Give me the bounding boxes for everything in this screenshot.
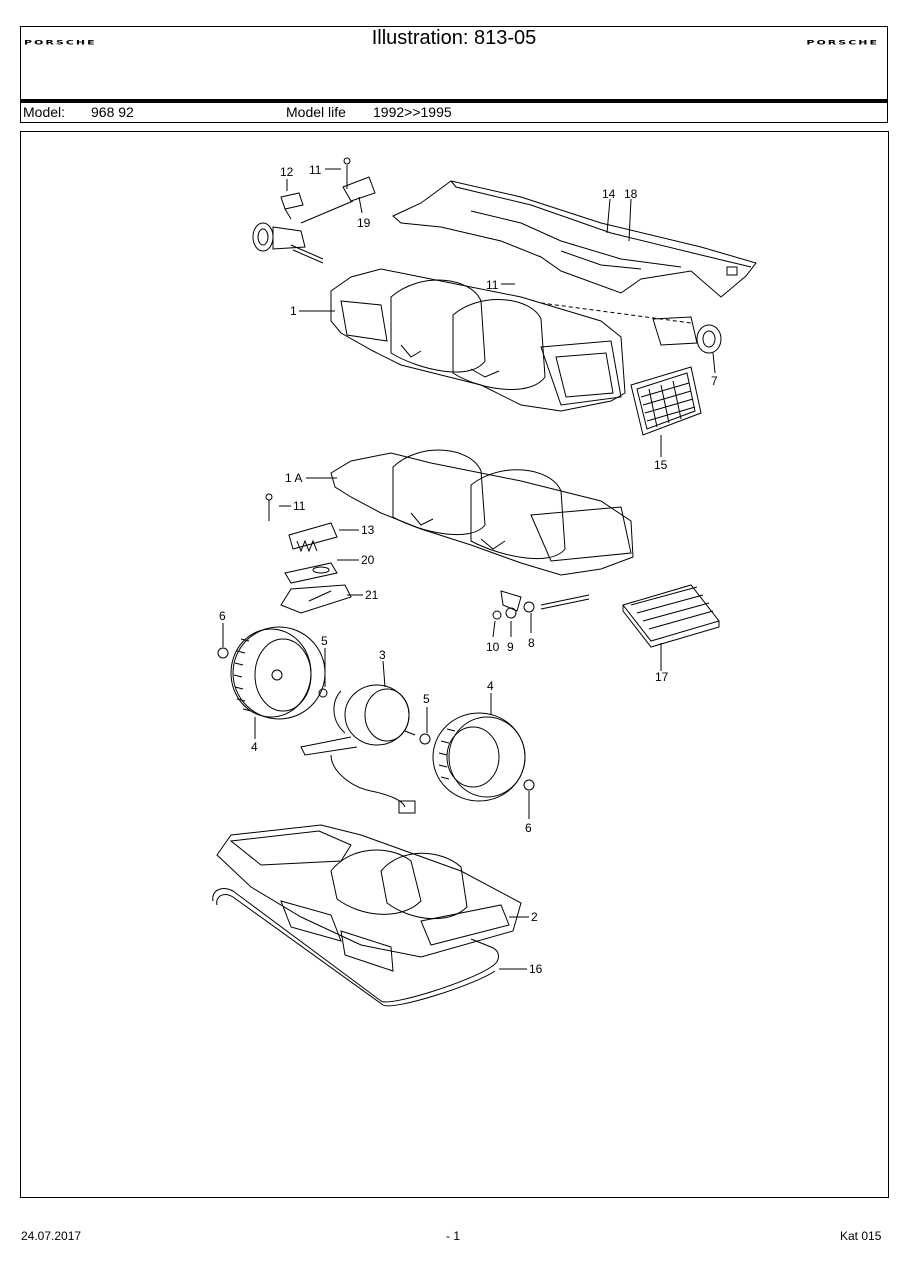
blower-motor bbox=[300, 684, 431, 814]
callout-4: 4 bbox=[251, 740, 258, 754]
porsche-logo-left: PORSCHE bbox=[24, 39, 97, 47]
porsche-logo-right: PORSCHE bbox=[806, 39, 879, 47]
filter-grille bbox=[630, 366, 702, 436]
model-bar: Model: 968 92 Model life 1992>>1995 bbox=[20, 100, 888, 123]
actuator-assembly-top bbox=[252, 157, 376, 264]
callout-3: 3 bbox=[379, 648, 386, 662]
callout-20: 20 bbox=[361, 553, 375, 567]
footer-date: 24.07.2017 bbox=[21, 1229, 82, 1243]
callout-12: 12 bbox=[280, 165, 294, 179]
callout-11: 11 bbox=[486, 278, 499, 292]
right-fan-wheel bbox=[432, 712, 535, 802]
callout-14: 14 bbox=[602, 187, 616, 201]
upper-blower-housing bbox=[330, 268, 626, 412]
linkage-parts bbox=[492, 590, 590, 620]
left-fan-wheel bbox=[217, 626, 328, 720]
callout-15: 15 bbox=[654, 458, 668, 472]
callout-7: 7 bbox=[711, 374, 718, 388]
callout-16: 16 bbox=[529, 962, 543, 976]
model-life-value: 1992>>1995 bbox=[373, 104, 452, 120]
model-label: Model: bbox=[23, 104, 66, 120]
small-parts-left bbox=[265, 493, 352, 614]
footer-page-number: - 1 bbox=[446, 1229, 461, 1243]
lower-case bbox=[216, 824, 522, 972]
callout-4: 4 bbox=[487, 679, 494, 693]
callout-labels: 12 11 19 14 18 11 1 7 15 1 A 11 13 20 21… bbox=[219, 163, 718, 976]
callout-10: 10 bbox=[486, 640, 500, 654]
callout-21: 21 bbox=[365, 588, 379, 602]
leader-lines bbox=[222, 168, 716, 970]
callout-5: 5 bbox=[321, 634, 328, 648]
callout-6: 6 bbox=[525, 821, 532, 835]
callout-11: 11 bbox=[293, 499, 306, 513]
exploded-diagram: 12 11 19 14 18 11 1 7 15 1 A 11 13 20 21… bbox=[20, 131, 889, 1198]
callout-5: 5 bbox=[423, 692, 430, 706]
callout-8: 8 bbox=[528, 636, 535, 650]
cowl-panel bbox=[392, 180, 757, 298]
callout-1a: 1 A bbox=[285, 471, 302, 485]
seal-gasket bbox=[212, 888, 499, 1007]
lower-blower-housing bbox=[330, 449, 634, 576]
callout-19: 19 bbox=[357, 216, 371, 230]
illustration-title: Illustration: 813-05 bbox=[371, 27, 537, 49]
header-box: PORSCHE Illustration: 813-05 PORSCHE bbox=[20, 26, 888, 100]
footer-catalog: Kat 015 bbox=[840, 1229, 882, 1243]
callout-11: 11 bbox=[309, 163, 322, 177]
callout-17: 17 bbox=[655, 670, 669, 684]
actuator-right bbox=[540, 302, 722, 354]
model-value: 968 92 bbox=[91, 104, 134, 120]
callout-9: 9 bbox=[507, 640, 514, 654]
callout-18: 18 bbox=[624, 187, 638, 201]
callout-6: 6 bbox=[219, 609, 226, 623]
callout-2: 2 bbox=[531, 910, 538, 924]
callout-13: 13 bbox=[361, 523, 375, 537]
parts-drawing: 12 11 19 14 18 11 1 7 15 1 A 11 13 20 21… bbox=[212, 157, 757, 1007]
cabin-filter bbox=[622, 584, 720, 648]
callout-1: 1 bbox=[290, 304, 297, 318]
model-life-label: Model life bbox=[286, 104, 346, 120]
